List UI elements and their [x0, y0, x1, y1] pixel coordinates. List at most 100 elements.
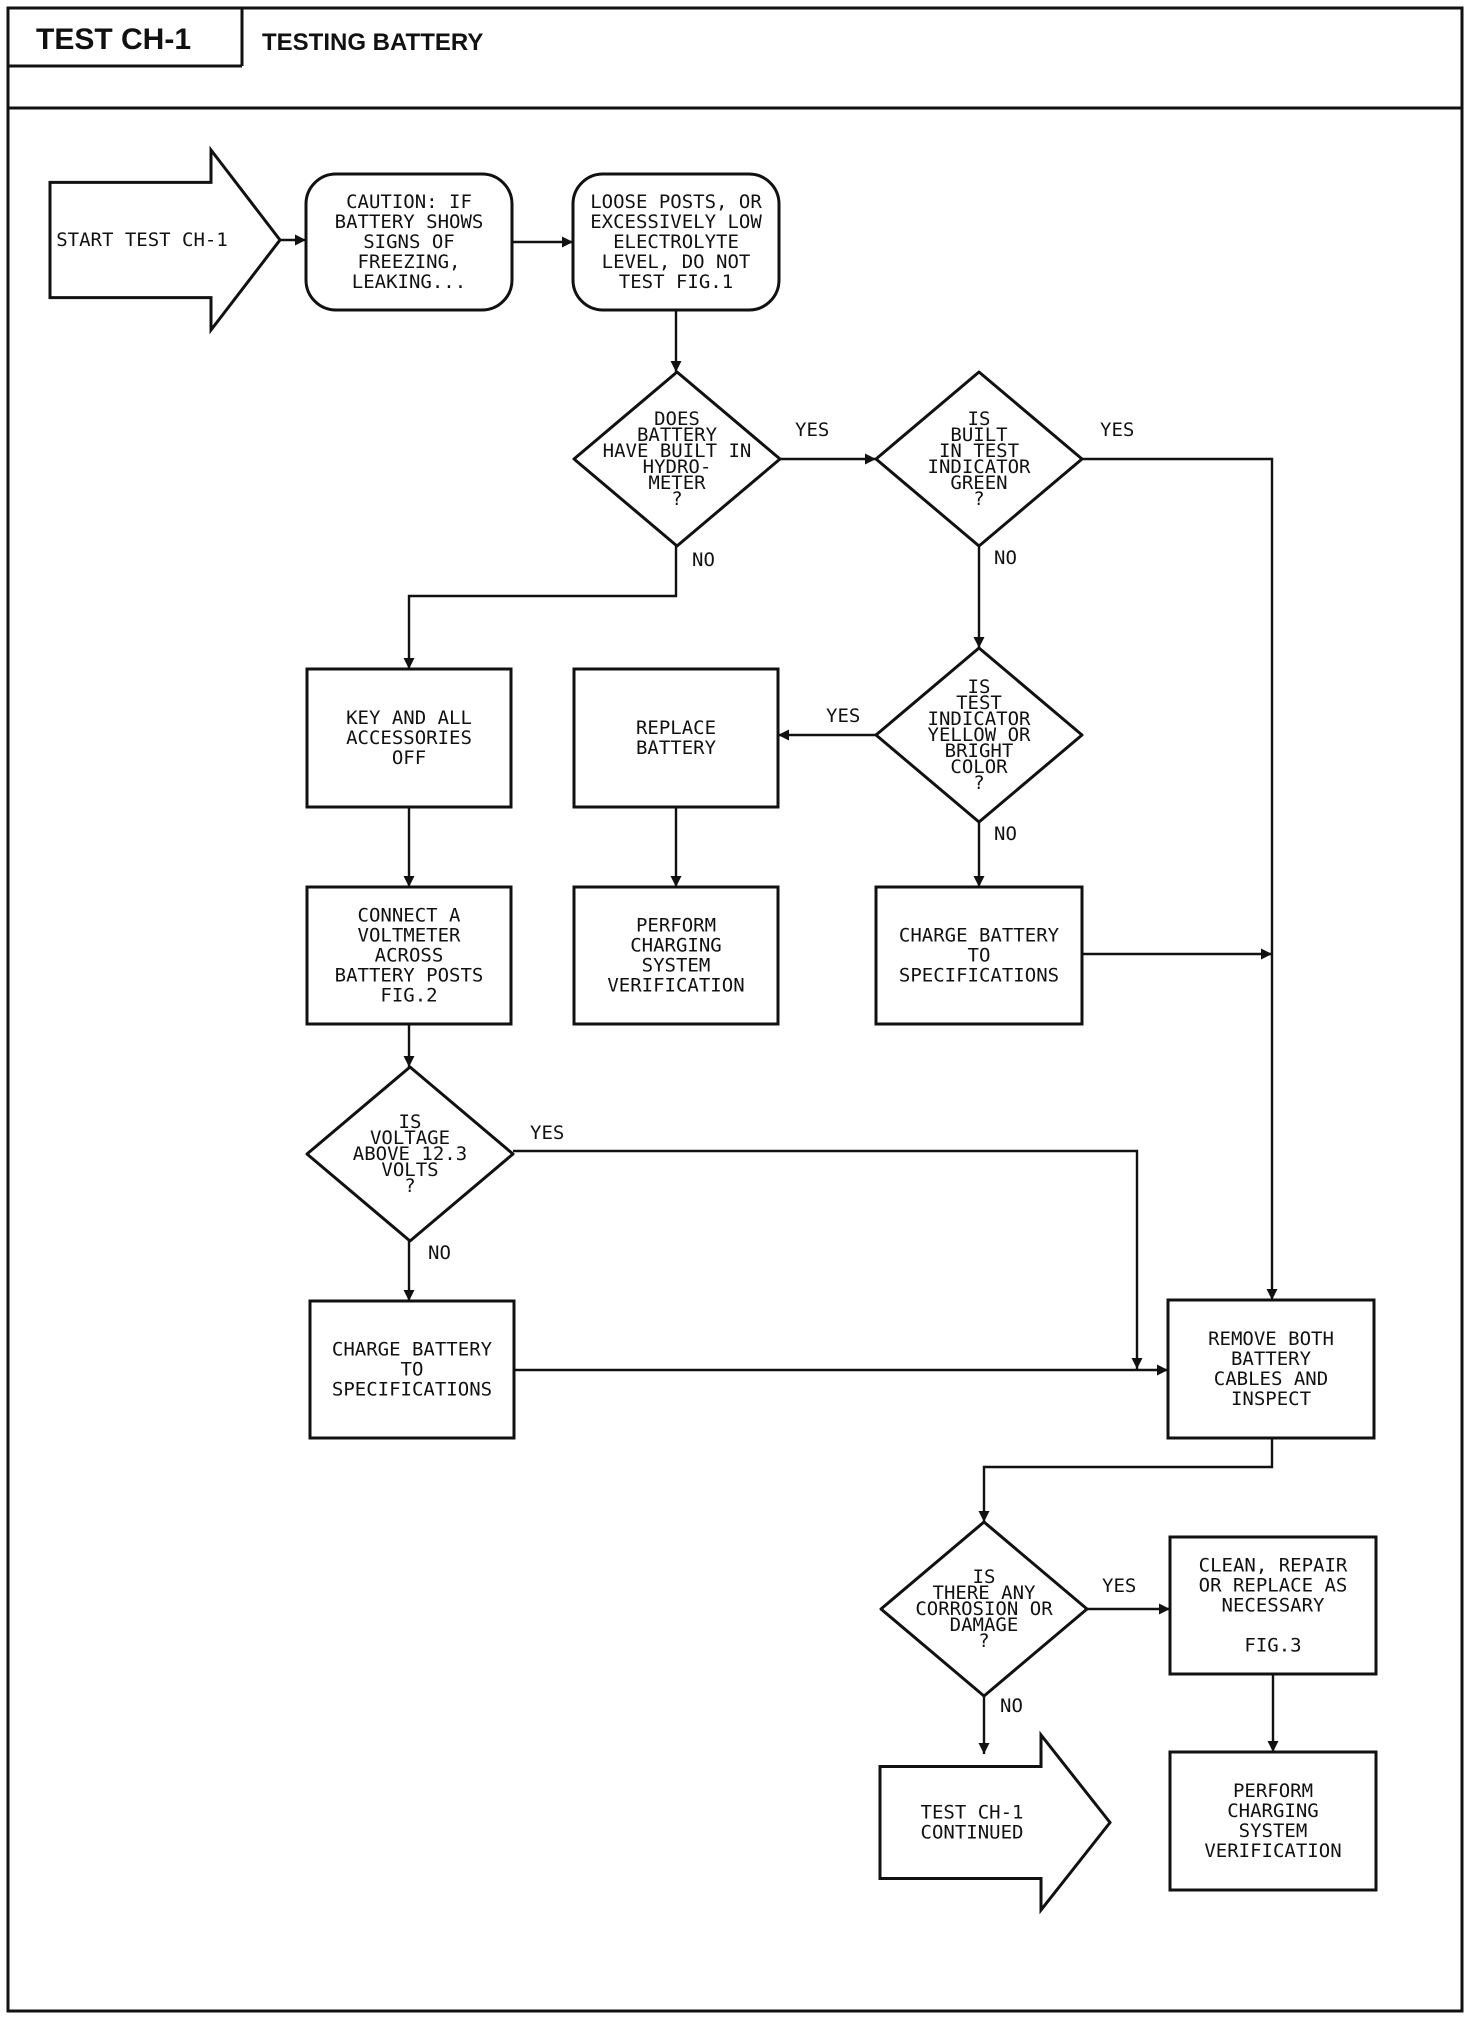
node-text-line: KEY AND ALL [346, 707, 472, 729]
node-text-line: BUILT [950, 424, 1007, 446]
node-text-line: FREEZING, [358, 251, 461, 273]
node-text-line: INDICATOR [928, 708, 1032, 730]
node-text-line: PERFORM [1233, 1780, 1313, 1802]
node-text-line: TEST [956, 692, 1002, 714]
node-text-line: CONTINUED [921, 1822, 1024, 1844]
node-text-line: ELECTROLYTE [613, 231, 739, 253]
edge-voltage-to-remove [513, 1149, 1143, 1369]
node-text-line: CONNECT A [358, 905, 462, 927]
node-text-line: OFF [392, 747, 426, 769]
node-text-line: SIGNS OF [363, 231, 455, 253]
node-text-line: BATTERY SHOWS [335, 211, 484, 233]
node-text-line: EXCESSIVELY LOW [590, 211, 762, 233]
node-text-line: TEST FIG.1 [619, 271, 733, 293]
node-text-line: GREEN [950, 472, 1007, 494]
node-text-line: TEST CH-1 [921, 1802, 1024, 1824]
node-text-line: DOES [654, 408, 700, 430]
process-box [305, 885, 513, 1026]
node-text-line: THERE ANY [933, 1582, 1037, 1604]
node-text-line: SPECIFICATIONS [899, 965, 1059, 987]
node-text-line: METER [648, 472, 706, 494]
decision-diamond [879, 1520, 1089, 1698]
page-frame [6, 6, 1464, 2013]
process-box [572, 885, 780, 1026]
page-title: TESTING BATTERY [262, 29, 483, 56]
node-text-line: SPECIFICATIONS [332, 1379, 492, 1401]
process-box [305, 667, 513, 809]
node-text-line: LEAKING... [352, 271, 466, 293]
node-text-line: CORROSION OR [915, 1598, 1053, 1620]
node-text-line: START TEST CH-1 [56, 229, 228, 251]
node-text-line: PERFORM [636, 915, 716, 937]
node-text-line: LOOSE POSTS, OR [590, 191, 762, 213]
node-text-line: TO [968, 945, 991, 967]
node-text-line: OR REPLACE AS [1199, 1575, 1348, 1597]
node-text-line: ACROSS [375, 945, 444, 967]
terminal-arrow [48, 145, 282, 335]
edge-remove-to-corrosion [978, 1438, 1274, 1522]
edge-label-voltage-to-remove: YES [530, 1122, 564, 1144]
node-text-line: VOLTMETER [358, 925, 462, 947]
node-text-line: BRIGHT [945, 740, 1014, 762]
process-box [1168, 1535, 1378, 1676]
edge-label-yellow-to-replace: YES [826, 705, 860, 727]
edge-label-voltage-to-charge2: NO [428, 1242, 451, 1264]
process-box [1168, 1750, 1378, 1892]
node-start: START TEST CH-1 [48, 145, 282, 335]
node-text-line: LEVEL, DO NOT [602, 251, 751, 273]
node-text-line: INDICATOR [928, 456, 1032, 478]
node-text-line: CHARGE BATTERY [899, 925, 1060, 947]
node-text-line: IS [973, 1566, 996, 1588]
node-text-line: HYDRO- [643, 456, 712, 478]
decision-diamond [874, 646, 1084, 824]
node-text-line: FIG.2 [380, 985, 437, 1007]
edge-label-corrosion-to-clean: YES [1102, 1575, 1136, 1597]
node-text-line: ? [671, 488, 682, 510]
process-box [308, 1299, 516, 1440]
node-text-line: ABOVE 12.3 [353, 1143, 467, 1165]
node-text-line: REPLACE [636, 717, 716, 739]
node-text-line: CABLES AND [1214, 1368, 1328, 1390]
node-text-line: HAVE BUILT IN [603, 440, 752, 462]
note-box [571, 172, 781, 312]
edge-label-green-to-remove: YES [1100, 419, 1134, 441]
node-text-line: VOLTS [381, 1159, 438, 1181]
edge-label-hydro-to-keyoff: NO [692, 549, 715, 571]
node-text-line: SYSTEM [1239, 1820, 1308, 1842]
edge-label-green-to-yellow: NO [994, 547, 1017, 569]
node-text-line: ? [978, 1630, 989, 1652]
node-text-line: INSPECT [1231, 1388, 1311, 1410]
node-text-line: VERIFICATION [607, 975, 744, 997]
process-box [572, 667, 780, 809]
node-text-line: ? [404, 1175, 415, 1197]
node-text-line: CHARGING [630, 935, 722, 957]
node-text-line: TO [401, 1359, 424, 1381]
node-text-line: CLEAN, REPAIR [1199, 1555, 1348, 1577]
node-text-line: IS [968, 408, 991, 430]
node-text-line: REMOVE BOTH [1208, 1328, 1334, 1350]
node-text-line: FIG.3 [1244, 1635, 1301, 1657]
note-box [304, 172, 514, 312]
node-text-line: NECESSARY [1222, 1595, 1326, 1617]
test-id-label: TEST CH-1 [36, 23, 191, 56]
node-text-line: SYSTEM [642, 955, 711, 977]
decision-diamond [572, 370, 782, 548]
